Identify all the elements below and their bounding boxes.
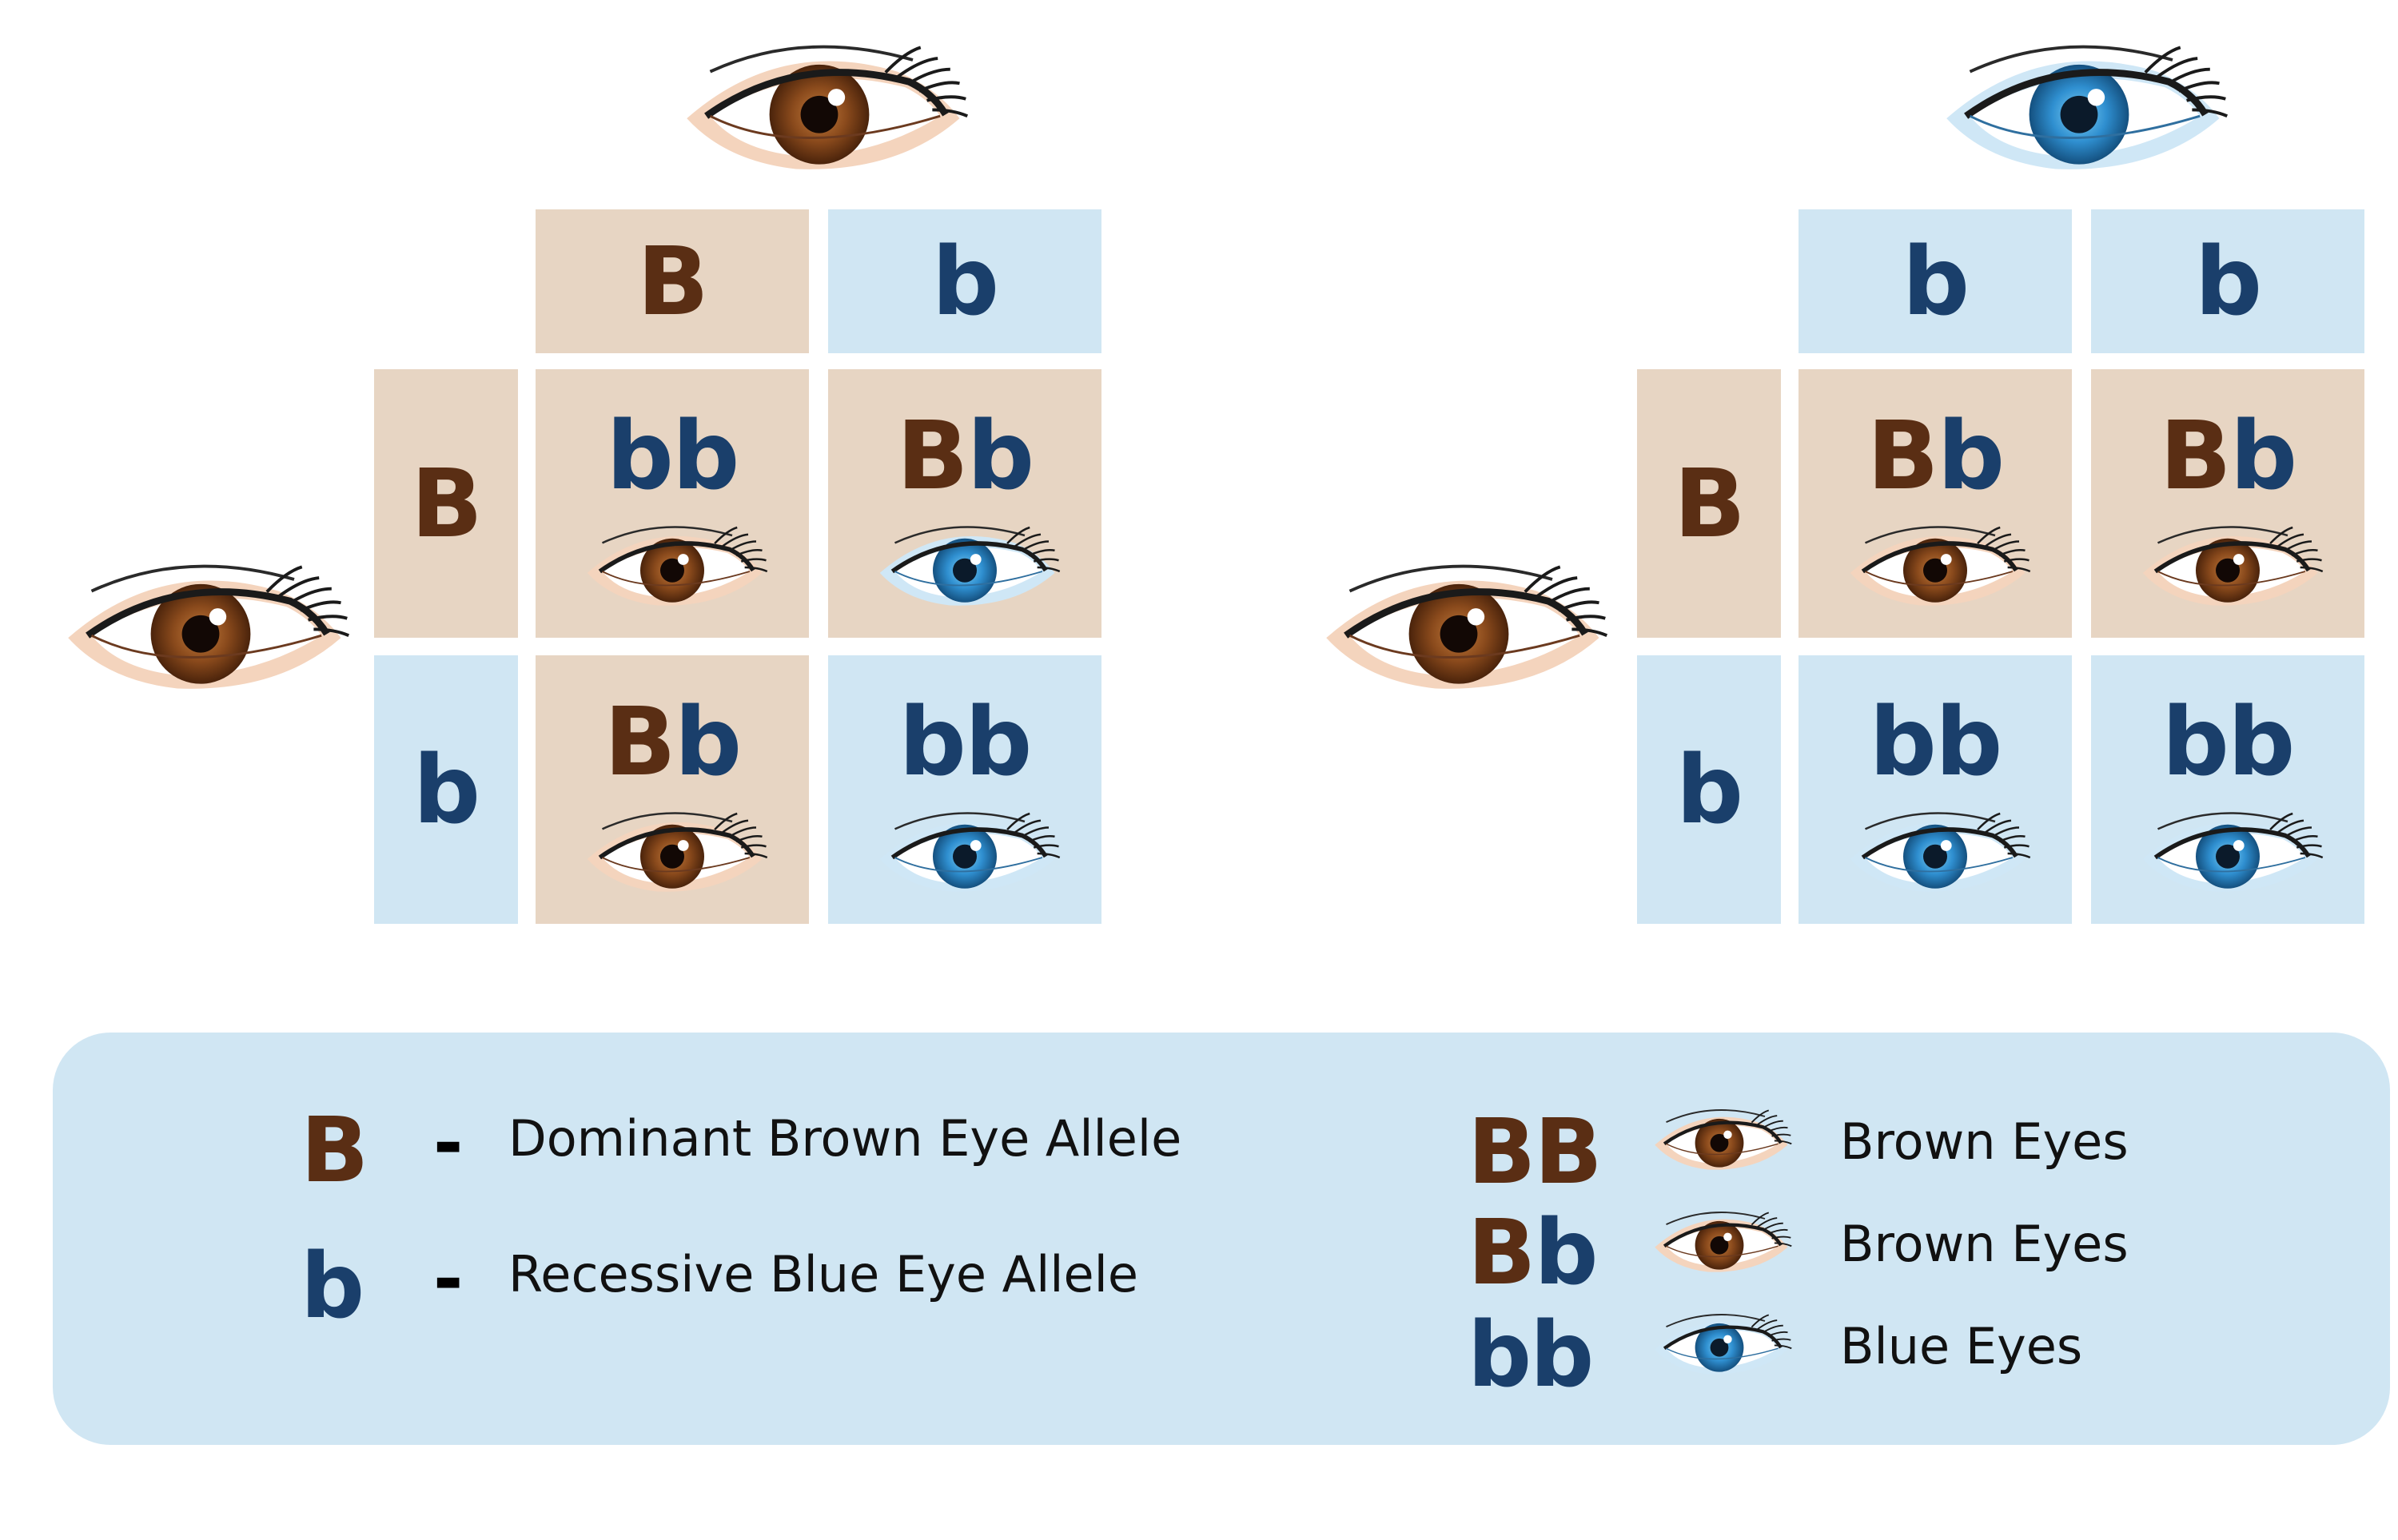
brown-eye-icon bbox=[572, 515, 772, 615]
allele-label: b bbox=[931, 226, 999, 336]
allele-label: b bbox=[1902, 226, 1970, 336]
allele-label: b bbox=[412, 734, 480, 845]
allele-label: b bbox=[2194, 226, 2262, 336]
brown-eye-icon bbox=[663, 29, 975, 185]
legend-dash: - bbox=[433, 1101, 464, 1185]
genotype-label: bb bbox=[1869, 686, 2003, 797]
brown-eye-icon bbox=[1643, 1101, 1795, 1177]
genotype-label: Bb bbox=[603, 686, 742, 797]
allele-label: B bbox=[637, 226, 709, 336]
left-top-allele-2: b bbox=[828, 209, 1101, 353]
left-side-allele-1: B bbox=[374, 369, 518, 638]
right-offspring-cell-3: bb bbox=[1798, 655, 2072, 924]
left-side-allele-2: b bbox=[374, 655, 518, 924]
right-side-allele-1: B bbox=[1637, 369, 1781, 638]
blue-eye-icon bbox=[1923, 29, 2235, 185]
left-top-allele-1: B bbox=[536, 209, 809, 353]
brown-eye-icon bbox=[572, 802, 772, 901]
brown-eye-icon bbox=[1303, 548, 1615, 704]
brown-eye-icon bbox=[2128, 515, 2328, 615]
legend-allele-symbol: B bbox=[301, 1099, 369, 1203]
legend-panel: B - Dominant Brown Eye Allele b - Recess… bbox=[53, 1033, 2390, 1445]
genotype-label: bb bbox=[2161, 686, 2296, 797]
legend-phenotype: Blue Eyes bbox=[1840, 1317, 2083, 1375]
left-offspring-cell-2: Bb bbox=[828, 369, 1101, 638]
allele-label: b bbox=[1675, 734, 1743, 845]
genotype-label: Bb bbox=[896, 400, 1034, 511]
genotype-label: bb bbox=[898, 686, 1033, 797]
genotype-label: Bb bbox=[1866, 400, 2005, 511]
left-offspring-cell-3: Bb bbox=[536, 655, 809, 924]
blue-eye-icon bbox=[1835, 802, 2035, 901]
legend-allele-description: Dominant Brown Eye Allele bbox=[508, 1109, 1182, 1168]
blue-eye-icon bbox=[1643, 1306, 1795, 1382]
genotype-label: Bb bbox=[2159, 400, 2297, 511]
right-top-allele-1: b bbox=[1798, 209, 2072, 353]
right-top-allele-2: b bbox=[2091, 209, 2364, 353]
blue-eye-icon bbox=[865, 515, 1065, 615]
legend-phenotype: Brown Eyes bbox=[1840, 1215, 2129, 1273]
left-offspring-cell-4: bb bbox=[828, 655, 1101, 924]
brown-eye-icon bbox=[1643, 1204, 1795, 1279]
brown-eye-icon bbox=[45, 548, 357, 704]
legend-genotype: bb bbox=[1468, 1303, 1594, 1407]
legend-phenotype: Brown Eyes bbox=[1840, 1112, 2129, 1171]
legend-genotype: Bb bbox=[1468, 1201, 1599, 1305]
right-side-allele-2: b bbox=[1637, 655, 1781, 924]
blue-eye-icon bbox=[865, 802, 1065, 901]
legend-allele-description: Recessive Blue Eye Allele bbox=[508, 1245, 1139, 1303]
right-offspring-cell-2: Bb bbox=[2091, 369, 2364, 638]
allele-label: B bbox=[411, 448, 483, 559]
legend-allele-symbol: b bbox=[301, 1235, 365, 1339]
legend-dash: - bbox=[433, 1237, 464, 1321]
brown-eye-icon bbox=[1835, 515, 2035, 615]
right-offspring-cell-4: bb bbox=[2091, 655, 2364, 924]
right-offspring-cell-1: Bb bbox=[1798, 369, 2072, 638]
blue-eye-icon bbox=[2128, 802, 2328, 901]
legend-genotype: BB bbox=[1468, 1100, 1603, 1204]
allele-label: B bbox=[1674, 448, 1746, 559]
genotype-label: bb bbox=[606, 400, 740, 511]
left-offspring-cell-1: bb bbox=[536, 369, 809, 638]
